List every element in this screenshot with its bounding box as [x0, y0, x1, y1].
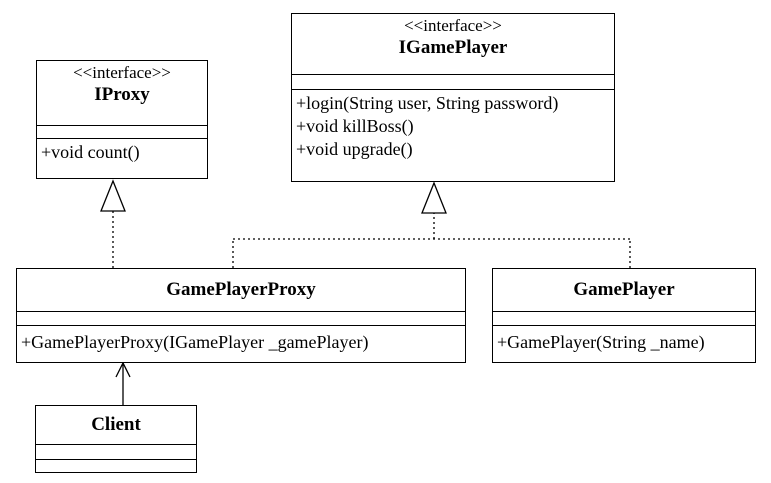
- gameplayer-operation-constructor: +GamePlayer(String _name): [497, 332, 705, 352]
- class-client[interactable]: Client: [35, 405, 197, 473]
- class-igameplayer[interactable]: <<interface>> IGamePlayer +login(String …: [291, 13, 615, 182]
- client-name: Client: [91, 414, 141, 435]
- realization-igameplayer-arrowhead: [421, 181, 447, 214]
- gameplayerproxy-name: GamePlayerProxy: [166, 279, 316, 300]
- igameplayer-name: IGamePlayer: [398, 37, 508, 58]
- iproxy-operation: +void count(): [41, 142, 140, 162]
- gameplayer-attributes: [493, 311, 755, 325]
- iproxy-name: IProxy: [94, 84, 150, 105]
- igameplayer-attributes: [292, 74, 614, 89]
- association-arrowhead: [115, 361, 131, 378]
- igameplayer-operation-login: +login(String user, String password): [296, 93, 559, 113]
- iproxy-attributes: [37, 125, 207, 138]
- igameplayer-stereotype: <<interface>>: [404, 16, 502, 35]
- class-gameplayer[interactable]: GamePlayer +GamePlayer(String _name): [492, 268, 756, 363]
- gameplayerproxy-attributes: [17, 311, 465, 325]
- iproxy-operations: +void count(): [37, 138, 207, 168]
- realization-iproxy-arrowhead: [100, 179, 126, 212]
- igameplayer-operations: +login(String user, String password) +vo…: [292, 89, 614, 165]
- gameplayerproxy-operation-constructor: +GamePlayerProxy(IGamePlayer _gamePlayer…: [21, 332, 369, 352]
- client-attributes: [36, 444, 196, 459]
- gameplayerproxy-operations: +GamePlayerProxy(IGamePlayer _gamePlayer…: [17, 325, 465, 358]
- gameplayer-operations: +GamePlayer(String _name): [493, 325, 755, 358]
- gameplayer-name: GamePlayer: [573, 279, 675, 300]
- client-operations: [36, 459, 196, 472]
- igameplayer-operation-killboss: +void killBoss(): [296, 116, 414, 136]
- class-gameplayerproxy[interactable]: GamePlayerProxy +GamePlayerProxy(IGamePl…: [16, 268, 466, 363]
- iproxy-stereotype: <<interface>>: [73, 63, 171, 82]
- class-iproxy[interactable]: <<interface>> IProxy +void count(): [36, 60, 208, 179]
- igameplayer-operation-upgrade: +void upgrade(): [296, 139, 413, 159]
